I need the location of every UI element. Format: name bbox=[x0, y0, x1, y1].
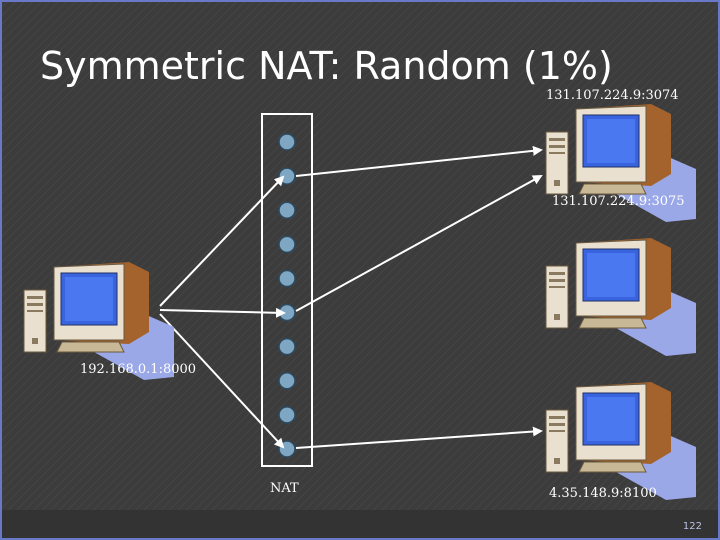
remote-address-2: 131.107.224.9:3075 bbox=[552, 194, 685, 209]
arrow-client-to-port6 bbox=[159, 307, 286, 318]
nat-port-circle bbox=[278, 269, 296, 288]
page-number: 122 bbox=[682, 521, 702, 532]
connection-arrows bbox=[159, 145, 543, 449]
arrow-client-to-port2 bbox=[159, 175, 285, 307]
slide-title: Symmetric NAT: Random (1%) bbox=[40, 44, 613, 88]
arrow-client-to-port10 bbox=[159, 313, 285, 449]
nat-label: NAT bbox=[270, 481, 299, 496]
nat-port-circle bbox=[278, 406, 296, 424]
nat-port-circle bbox=[278, 372, 296, 390]
arrow-port6-to-remote2 bbox=[295, 175, 543, 312]
arrow-port2-to-remote1 bbox=[295, 145, 543, 177]
nat-port-circle bbox=[278, 133, 296, 151]
nat-port-circle bbox=[278, 201, 296, 219]
nat-box bbox=[261, 113, 313, 467]
nat-port-circle bbox=[278, 167, 296, 185]
remote-address-3: 4.35.148.9:8100 bbox=[549, 486, 657, 501]
client-address: 192.168.0.1:8000 bbox=[80, 362, 197, 377]
remote-address-1: 131.107.224.9:3074 bbox=[546, 88, 679, 103]
nat-port-circle bbox=[278, 440, 296, 458]
arrow-port10-to-remote3 bbox=[295, 426, 543, 449]
nat-port-circle bbox=[278, 337, 296, 356]
nat-port-circle bbox=[278, 235, 296, 254]
